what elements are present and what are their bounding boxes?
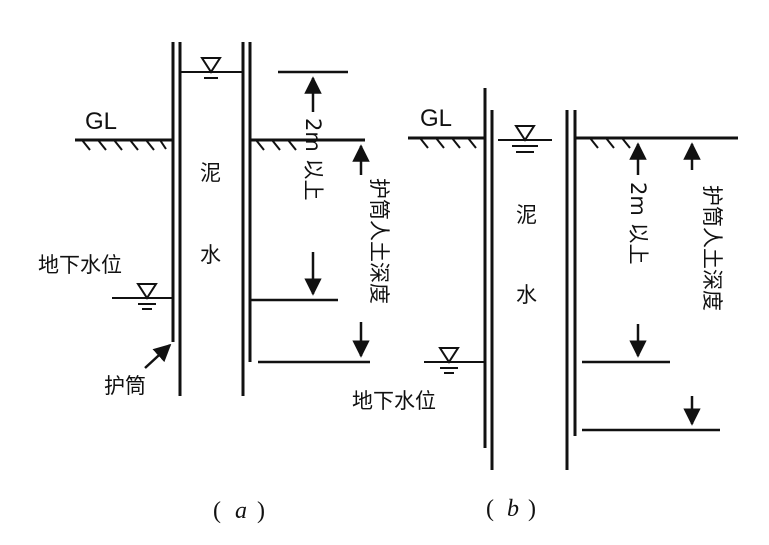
groundwater-symbol-a [112,283,172,310]
caption-open-a: ( [213,498,221,524]
dim-min-label-a: 2m 以上 [301,118,325,201]
caption-letter-a: a [235,498,247,524]
caption-letter-b: b [507,496,519,522]
casing-pointer-arrow-a [144,343,172,369]
dim-min-label-b: 2m 以上 [626,182,650,265]
caption-close-a: ) [257,498,265,524]
caption-close-b: ) [528,496,536,522]
casing-walls-b [483,88,577,470]
slurry-char-2-b: 水 [516,283,537,307]
diagram-a: GL 泥 水 地下水位 护筒 [38,42,391,524]
caption-b: ( b ) [486,496,536,522]
slurry-char-1-a: 泥 [200,161,221,185]
slurry-level-a [180,57,243,79]
casing-label-a: 护筒 [104,374,146,398]
dim-depth-b [582,142,720,432]
dim-depth-label-a: 护筒人土深度 [367,178,391,304]
dim-min-a [250,70,348,302]
dim-depth-label-b: 护筒人土深度 [700,185,724,311]
dim-depth-a [258,144,370,364]
groundwater-symbol-b [424,347,484,374]
slurry-char-1-b: 泥 [516,203,537,227]
ground-level-label-b: GL [420,105,452,132]
groundwater-label-b: 地下水位 [352,389,436,413]
slurry-char-2-a: 水 [200,243,221,267]
groundwater-label-a: 地下水位 [38,253,122,277]
casing-walls-a [171,42,252,396]
dim-min-b [582,142,670,364]
ground-level-label-a: GL [85,108,117,135]
ground-surface-a [75,138,365,151]
slurry-level-b [498,125,552,153]
diagram-b: GL 泥 水 地下水位 2m [352,88,738,522]
ground-surface-b [408,136,738,149]
caption-open-b: ( [486,496,494,522]
caption-a: ( a ) [213,498,265,524]
